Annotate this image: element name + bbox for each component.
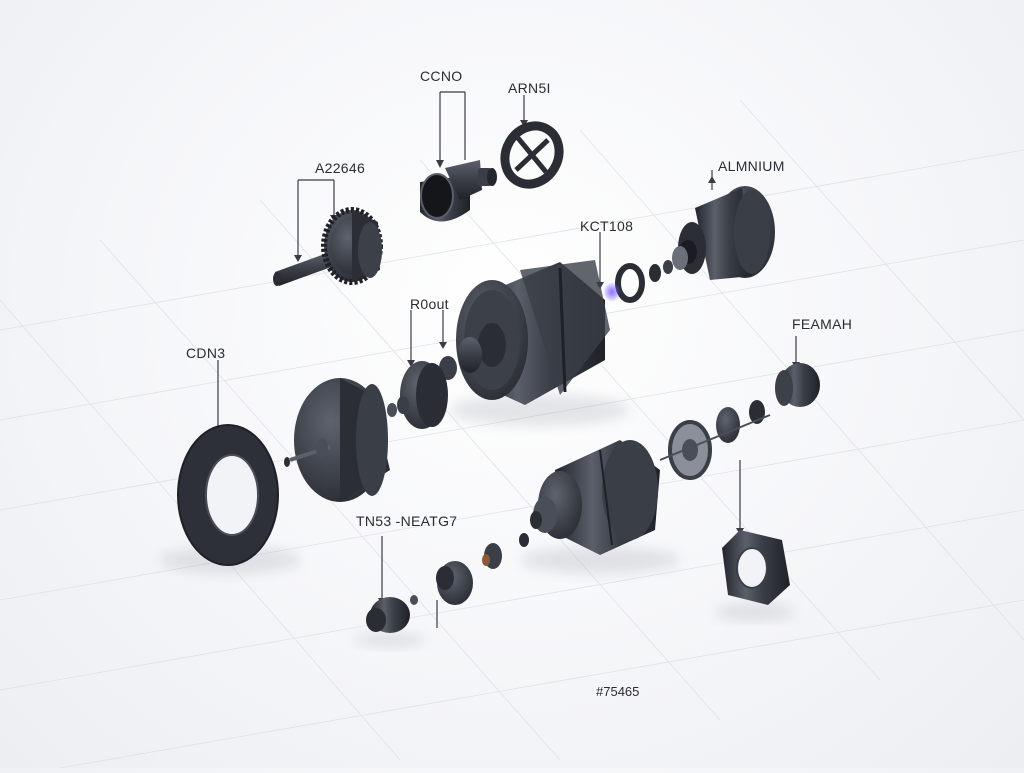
label-cdn3: CDN3 [186,345,226,361]
a22646-gear-part [273,207,383,286]
label-ccno: CCNO [420,68,463,84]
label-a22646: A22646 [315,160,366,176]
label-tn53: TN53 -NEATG7 [356,513,458,529]
feamah-bearing-chain [659,363,820,480]
ground-shadows [160,394,795,647]
lower-housing-part [530,440,660,555]
background-grid [0,99,1024,769]
part-number: #75465 [596,684,640,699]
label-kct108: KCT108 [580,218,634,234]
label-rout: R0out [410,296,449,312]
leader-lines [217,91,797,628]
cdn3-ring-part [177,424,279,566]
lock-nut-part [722,530,790,605]
label-feamah: FEAMAH [792,316,853,332]
ccno-cup-part [420,160,497,222]
label-aluminium: ALMNIUM [718,158,785,174]
motor-endcap-part [284,378,390,502]
arnsi-ring-part [500,121,564,189]
aluminium-flange-part [672,186,775,280]
label-arnsi: ARN5I [508,80,551,96]
central-housing-part [439,260,610,405]
tn53-shaft-chain [366,533,529,633]
rout-disk-part [387,361,448,429]
kct108-washer-chain [603,260,673,303]
